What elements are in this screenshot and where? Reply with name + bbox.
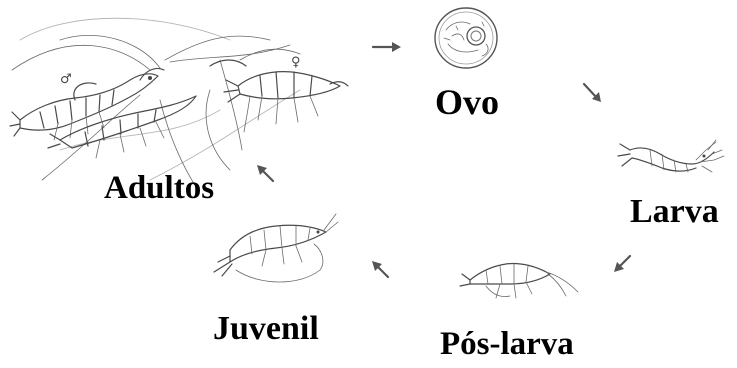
stage-label-larva: Larva — [630, 195, 719, 229]
larva-illustration — [618, 140, 724, 172]
male-shrimp-drawing — [10, 68, 164, 140]
stage-label-pos-larva: Pós-larva — [440, 328, 574, 361]
juvenile-shrimp-illustration — [214, 214, 338, 282]
stage-label-adultos: Adultos — [104, 172, 214, 205]
adult-shrimp-illustration: ♂ ♀ — [10, 18, 348, 190]
stage-label-ovo: Ovo — [435, 84, 499, 120]
arrow-larva-to-pos-larva — [614, 256, 630, 272]
stage-label-juvenil: Juvenil — [213, 312, 319, 346]
arrow-pos-larva-to-juvenil — [372, 261, 388, 277]
arrow-juvenil-to-adultos — [257, 165, 273, 181]
female-shrimp-drawing — [210, 49, 348, 132]
arrow-ovo-to-larva — [584, 84, 601, 102]
female-symbol: ♀ — [291, 55, 301, 70]
post-larva-illustration — [460, 263, 578, 298]
egg-illustration — [435, 8, 497, 68]
arrow-adultos-to-ovo — [373, 42, 401, 52]
male-symbol: ♂ — [60, 72, 72, 87]
